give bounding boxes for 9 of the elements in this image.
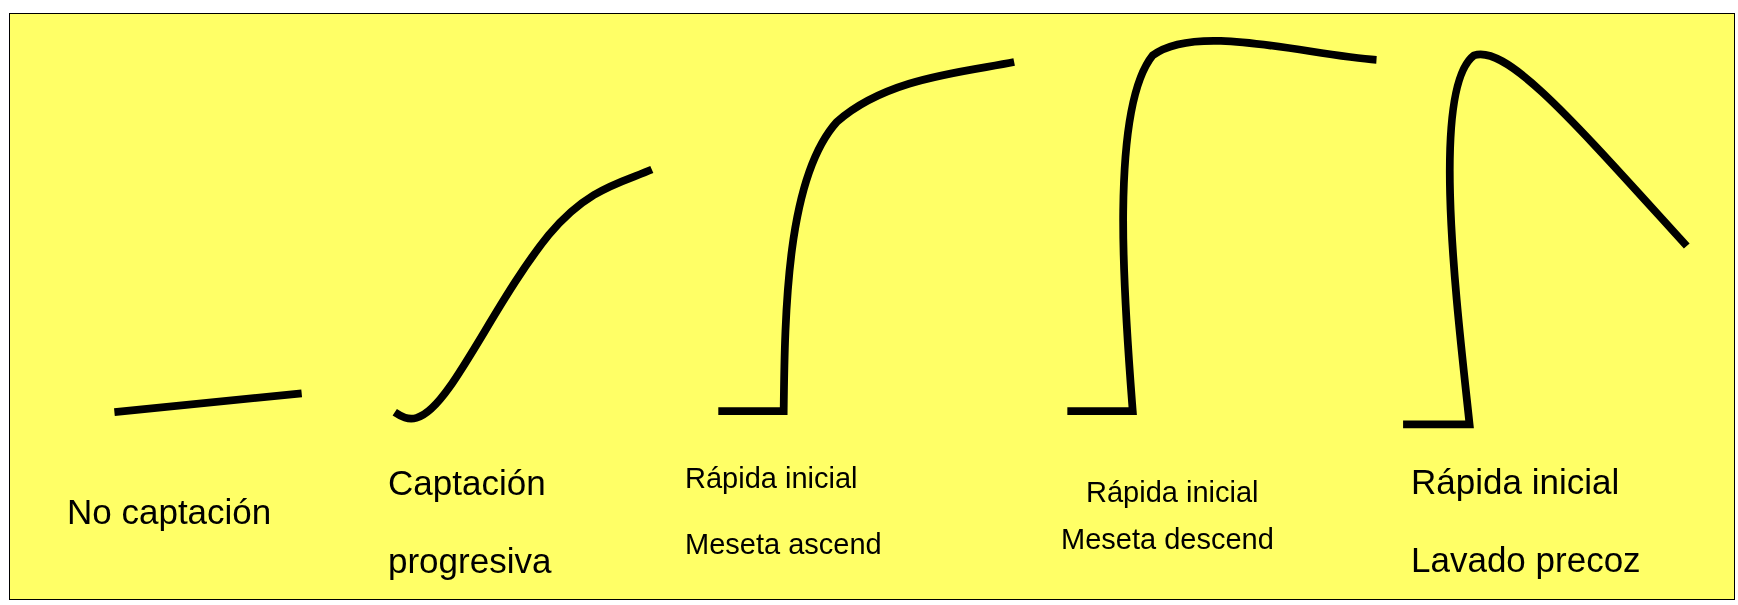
- curve-label: Lavado precoz: [1411, 539, 1641, 581]
- curve-label: Meseta descend: [1061, 523, 1274, 557]
- curve-label: No captación: [67, 491, 272, 533]
- curve-label: Rápida inicial: [1086, 476, 1259, 510]
- curve-label: Rápida inicial: [685, 462, 858, 496]
- curve-label: Captación: [388, 462, 546, 504]
- curve-label: progresiva: [388, 540, 552, 582]
- curve-label: Rápida inicial: [1411, 461, 1620, 503]
- curve-label: Meseta ascend: [685, 528, 882, 562]
